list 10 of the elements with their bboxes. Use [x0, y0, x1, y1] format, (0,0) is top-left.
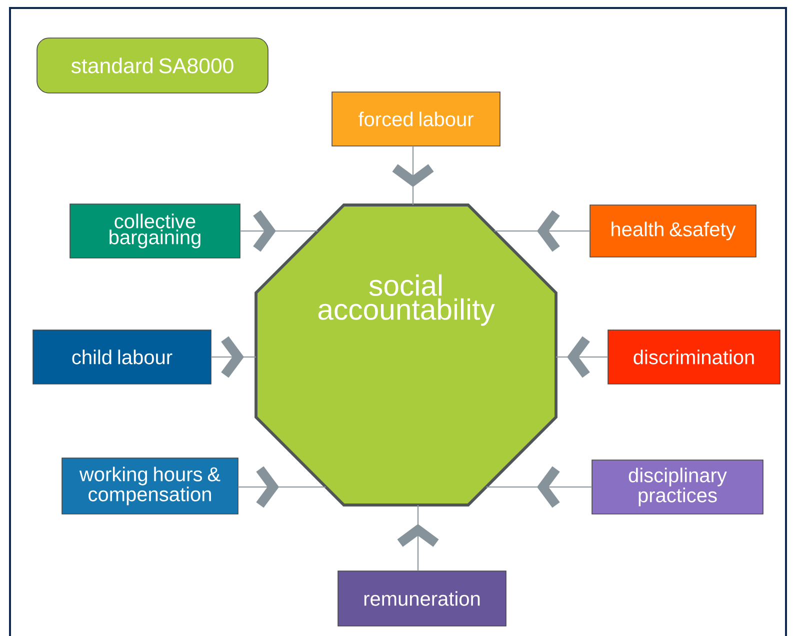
- topic-box: discrimination: [608, 330, 780, 384]
- topic-box: remuneration: [338, 570, 506, 626]
- title-box: standard SA8000: [36, 38, 268, 94]
- topic-box: disciplinary practices: [592, 460, 764, 514]
- topic-box: health &safety: [590, 204, 756, 258]
- topic-box: child labour: [32, 330, 212, 384]
- octagon: social accountability: [254, 204, 558, 506]
- topic-box: collective bargaining: [70, 204, 240, 258]
- topic-box: working hours & compensation: [62, 458, 238, 514]
- topic-box: forced labour: [332, 92, 500, 146]
